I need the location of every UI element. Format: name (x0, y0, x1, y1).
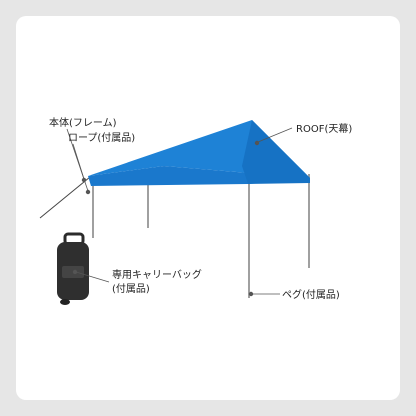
frame-leader-dot (85, 189, 91, 195)
carry-bag (57, 232, 89, 305)
frame-label: 本体(フレーム) (49, 116, 117, 129)
bag-label-line1: 専用キャリーバッグ (112, 268, 202, 281)
tent-legs (92, 166, 310, 298)
bag-label-line2: (付属品) (112, 282, 150, 295)
peg-leader-dot (248, 291, 254, 297)
roof-right-face (242, 120, 310, 184)
rope-leader (72, 143, 85, 180)
rope-leader-dot (81, 177, 87, 183)
roof-label: ROOF(天幕) (296, 122, 352, 135)
tent-diagram: 本体(フレーム) ロープ(付属品) ROOF(天幕) 専用キャリーバッグ (付属… (39, 116, 352, 305)
roof-canopy (88, 120, 310, 186)
roof-leader-dot (254, 140, 260, 146)
diagram-card: 本体(フレーム) ロープ(付属品) ROOF(天幕) 専用キャリーバッグ (付属… (16, 16, 400, 400)
rope-line (39, 176, 91, 219)
bag-leader-dot (72, 269, 78, 275)
bag-leader (75, 271, 110, 283)
peg-label: ペグ(付属品) (282, 288, 340, 301)
bag-wheel (60, 299, 70, 305)
rope-label: ロープ(付属品) (68, 131, 135, 144)
leader-lines (66, 127, 293, 297)
roof-leader (257, 127, 293, 143)
